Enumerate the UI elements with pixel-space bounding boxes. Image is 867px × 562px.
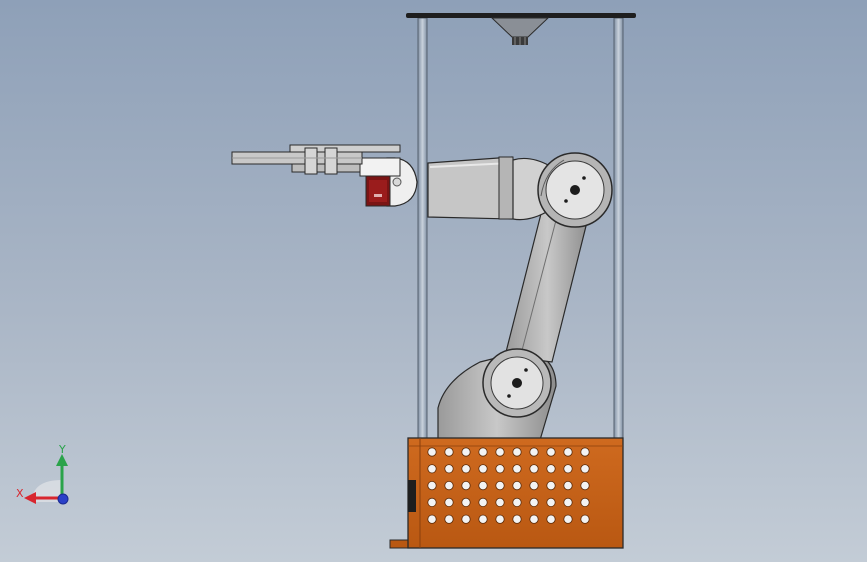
vent-hole: [563, 464, 573, 474]
frame-post-right: [613, 17, 624, 441]
vent-hole: [461, 497, 471, 507]
vent-hole: [580, 514, 590, 524]
z-axis-dot: [57, 493, 69, 505]
vent-hole: [427, 497, 437, 507]
vent-hole: [478, 514, 488, 524]
vent-hole: [478, 480, 488, 491]
forearm-link: [427, 156, 551, 221]
vent-hole: [444, 514, 454, 524]
elbow-joint: [537, 152, 613, 228]
wrist-bracket: [359, 157, 418, 207]
vent-hole: [427, 447, 437, 457]
vent-hole: [495, 480, 505, 491]
vent-hole: [546, 514, 556, 524]
perforated-base-box: [389, 437, 624, 549]
vent-holes: [427, 447, 590, 524]
vent-hole: [495, 497, 505, 507]
vent-hole: [580, 464, 590, 474]
vent-hole: [529, 480, 539, 491]
vent-hole: [580, 497, 590, 507]
vent-hole: [444, 447, 454, 457]
vent-hole: [529, 497, 539, 507]
vent-hole: [427, 464, 437, 474]
vent-hole: [512, 497, 522, 507]
vent-hole: [563, 447, 573, 457]
vent-hole: [512, 447, 522, 457]
vent-hole: [546, 480, 556, 491]
vent-hole: [427, 514, 437, 524]
vent-hole: [529, 447, 539, 457]
gripper-sensor: [365, 175, 391, 207]
vent-hole: [461, 514, 471, 524]
vent-hole: [444, 480, 454, 491]
vent-hole: [546, 464, 556, 474]
vent-hole: [461, 480, 471, 491]
shoulder-joint: [482, 348, 552, 418]
vent-hole: [444, 497, 454, 507]
frame-post-left: [417, 17, 428, 441]
vent-hole: [512, 464, 522, 474]
vent-hole: [512, 514, 522, 524]
vent-hole: [563, 497, 573, 507]
gripper-fingers: [231, 144, 401, 175]
top-plate: [406, 13, 636, 18]
vent-hole: [529, 464, 539, 474]
vent-hole: [478, 447, 488, 457]
vent-hole: [495, 514, 505, 524]
y-axis-label: Y: [59, 443, 66, 456]
vent-hole: [478, 497, 488, 507]
vent-hole: [563, 514, 573, 524]
top-nozzle: [490, 17, 550, 45]
vent-hole: [529, 514, 539, 524]
vent-hole: [563, 480, 573, 491]
vent-hole: [580, 447, 590, 457]
vent-hole: [546, 497, 556, 507]
vent-hole: [461, 447, 471, 457]
vent-hole: [444, 464, 454, 474]
vent-hole: [580, 480, 590, 491]
coordinate-triad: [24, 454, 69, 505]
vent-hole: [546, 447, 556, 457]
vent-hole: [495, 464, 505, 474]
vent-hole: [461, 464, 471, 474]
vent-hole: [478, 464, 488, 474]
x-axis-label: X: [16, 487, 24, 500]
vent-hole: [427, 480, 437, 491]
vent-hole: [512, 480, 522, 491]
vent-hole: [495, 447, 505, 457]
